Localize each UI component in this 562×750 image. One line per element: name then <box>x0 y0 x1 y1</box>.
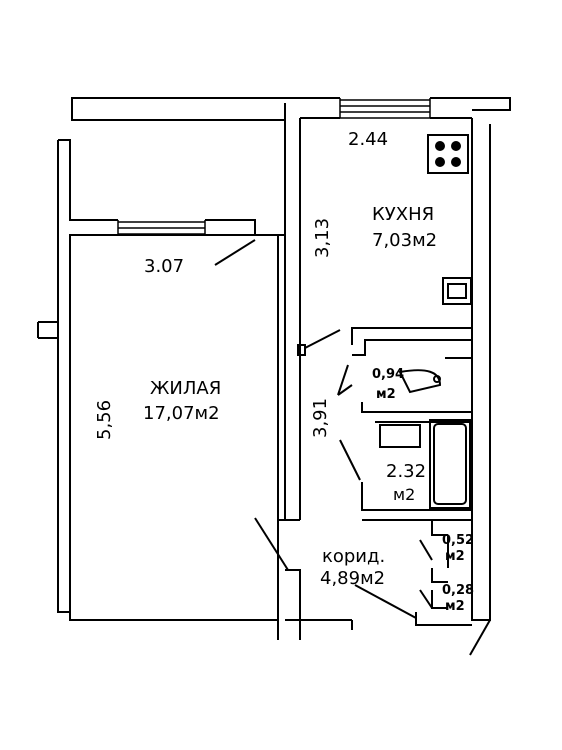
balcony-outer-wall <box>57 140 70 613</box>
bathroom-area-unit: м2 <box>393 485 416 504</box>
bathroom-area-value: 2.32 <box>386 461 427 482</box>
closet1-area-unit: м2 <box>445 549 465 564</box>
balcony-right-wall <box>205 219 285 236</box>
kitchen-name-label: КУХНЯ <box>372 204 435 225</box>
bathtub <box>429 419 471 509</box>
living-width-label: 3.07 <box>144 256 185 277</box>
toilet-area-unit: м2 <box>376 387 396 402</box>
closet2-area-value: 0,28 <box>442 583 475 598</box>
kitchen-sink <box>442 277 472 305</box>
corridor-depth-label: 3,91 <box>310 397 331 438</box>
corridor-name-label: корид. <box>322 546 386 567</box>
kitchen-depth-label: 3,13 <box>312 217 333 258</box>
toilet-area-value: 0,94 <box>372 367 405 382</box>
living-depth-label: 5,56 <box>94 399 115 440</box>
closet2-area-unit: м2 <box>445 599 465 614</box>
living-name-label: ЖИЛАЯ <box>150 378 222 399</box>
balcony-top-wall <box>71 103 286 121</box>
kitchen-door <box>304 329 341 349</box>
living-area-label: 17,07м2 <box>143 403 220 424</box>
outer-top-wall <box>71 97 340 103</box>
living-room-outline <box>69 234 279 621</box>
stove <box>427 134 469 174</box>
toilet-outline <box>351 327 472 345</box>
living-door <box>214 239 256 266</box>
right-outer-wall <box>471 118 491 621</box>
closet1-area-value: 0,52 <box>442 533 475 548</box>
corridor-area-label: 4,89м2 <box>320 568 386 589</box>
kitchen-width-label: 2.44 <box>348 129 389 150</box>
kitchen-area-label: 7,03м2 <box>372 230 438 251</box>
balcony-outline <box>58 139 118 221</box>
